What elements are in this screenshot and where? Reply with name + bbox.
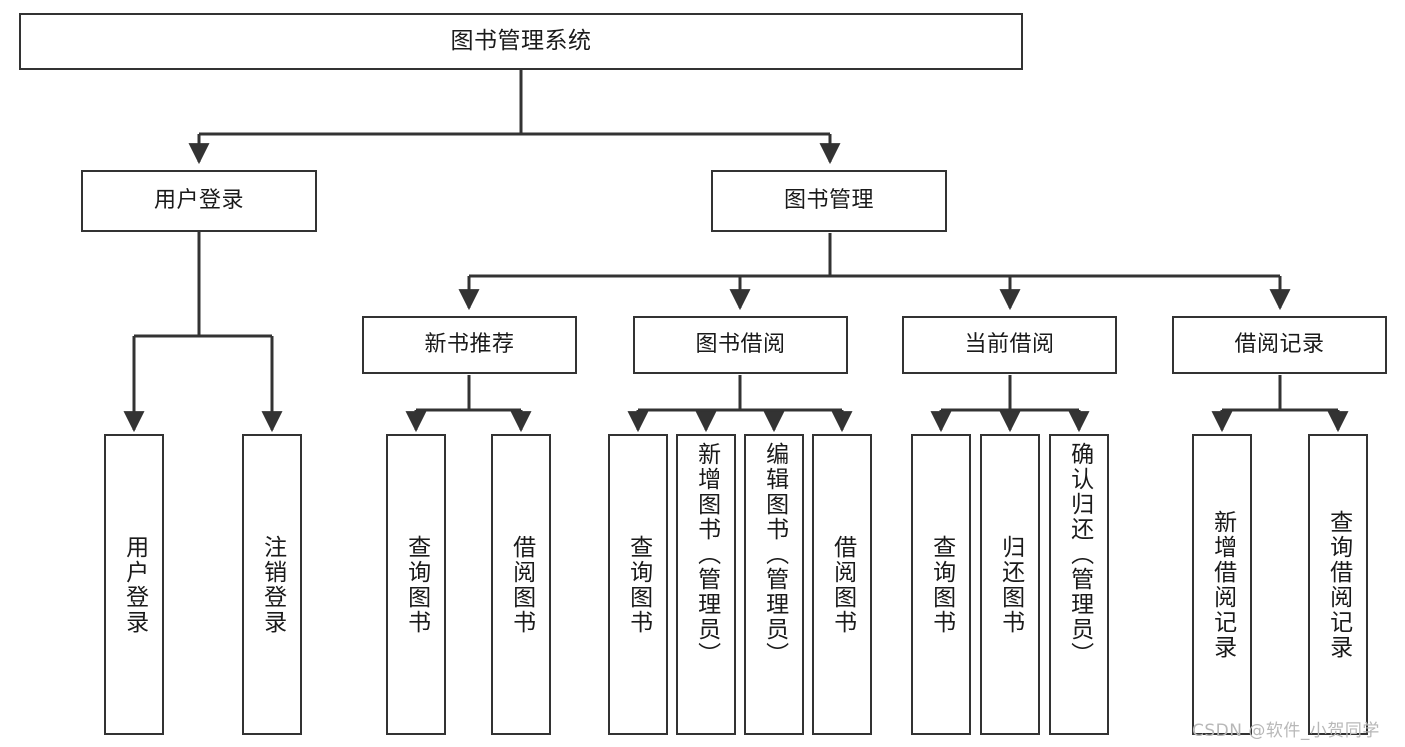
- leaf-query-book-2[interactable]: 查询图书: [608, 434, 668, 735]
- leaf-query-record-label: 查询借阅记录: [1325, 509, 1352, 660]
- leaf-add-book-label: 新增图书（管理员）: [693, 442, 720, 667]
- leaf-query-record[interactable]: 查询借阅记录: [1308, 434, 1368, 735]
- node-book-manage-label: 图书管理: [783, 187, 874, 213]
- leaf-user-login[interactable]: 用户登录: [104, 434, 164, 735]
- leaf-logout-label: 注销登录: [259, 534, 286, 635]
- node-current-borrow[interactable]: 当前借阅: [902, 316, 1117, 374]
- leaf-borrow-book-1-label: 借阅图书: [508, 534, 535, 635]
- leaf-edit-book[interactable]: 编辑图书（管理员）: [744, 434, 804, 735]
- leaf-query-book-1-label: 查询图书: [403, 534, 430, 635]
- node-new-book-rec[interactable]: 新书推荐: [362, 316, 577, 374]
- leaf-confirm-return-label: 确认归还（管理员）: [1066, 442, 1093, 667]
- leaf-query-book-3[interactable]: 查询图书: [911, 434, 971, 735]
- node-root-label: 图书管理系统: [450, 27, 592, 54]
- leaf-user-login-label: 用户登录: [121, 534, 148, 635]
- leaf-query-book-2-label: 查询图书: [625, 534, 652, 635]
- leaf-logout[interactable]: 注销登录: [242, 434, 302, 735]
- leaf-edit-book-label: 编辑图书（管理员）: [761, 442, 788, 667]
- node-borrow-record[interactable]: 借阅记录: [1172, 316, 1387, 374]
- leaf-borrow-book-2[interactable]: 借阅图书: [812, 434, 872, 735]
- leaf-return-book-label: 归还图书: [997, 534, 1024, 635]
- node-current-borrow-label: 当前借阅: [964, 331, 1055, 357]
- leaf-query-book-1[interactable]: 查询图书: [386, 434, 446, 735]
- node-borrow-record-label: 借阅记录: [1234, 331, 1325, 357]
- node-user-login[interactable]: 用户登录: [81, 170, 317, 232]
- leaf-add-book[interactable]: 新增图书（管理员）: [676, 434, 736, 735]
- node-user-login-label: 用户登录: [153, 187, 244, 213]
- leaf-borrow-book-1[interactable]: 借阅图书: [491, 434, 551, 735]
- leaf-add-record[interactable]: 新增借阅记录: [1192, 434, 1252, 735]
- leaf-borrow-book-2-label: 借阅图书: [829, 534, 856, 635]
- leaf-confirm-return[interactable]: 确认归还（管理员）: [1049, 434, 1109, 735]
- node-book-borrow[interactable]: 图书借阅: [633, 316, 848, 374]
- csdn-watermark: CSDN @软件_小贺同学: [1192, 721, 1380, 741]
- node-book-borrow-label: 图书借阅: [695, 331, 786, 357]
- leaf-return-book[interactable]: 归还图书: [980, 434, 1040, 735]
- node-book-manage[interactable]: 图书管理: [711, 170, 947, 232]
- node-root[interactable]: 图书管理系统: [19, 13, 1023, 70]
- leaf-add-record-label: 新增借阅记录: [1209, 509, 1236, 660]
- node-new-book-rec-label: 新书推荐: [424, 331, 515, 357]
- leaf-query-book-3-label: 查询图书: [928, 534, 955, 635]
